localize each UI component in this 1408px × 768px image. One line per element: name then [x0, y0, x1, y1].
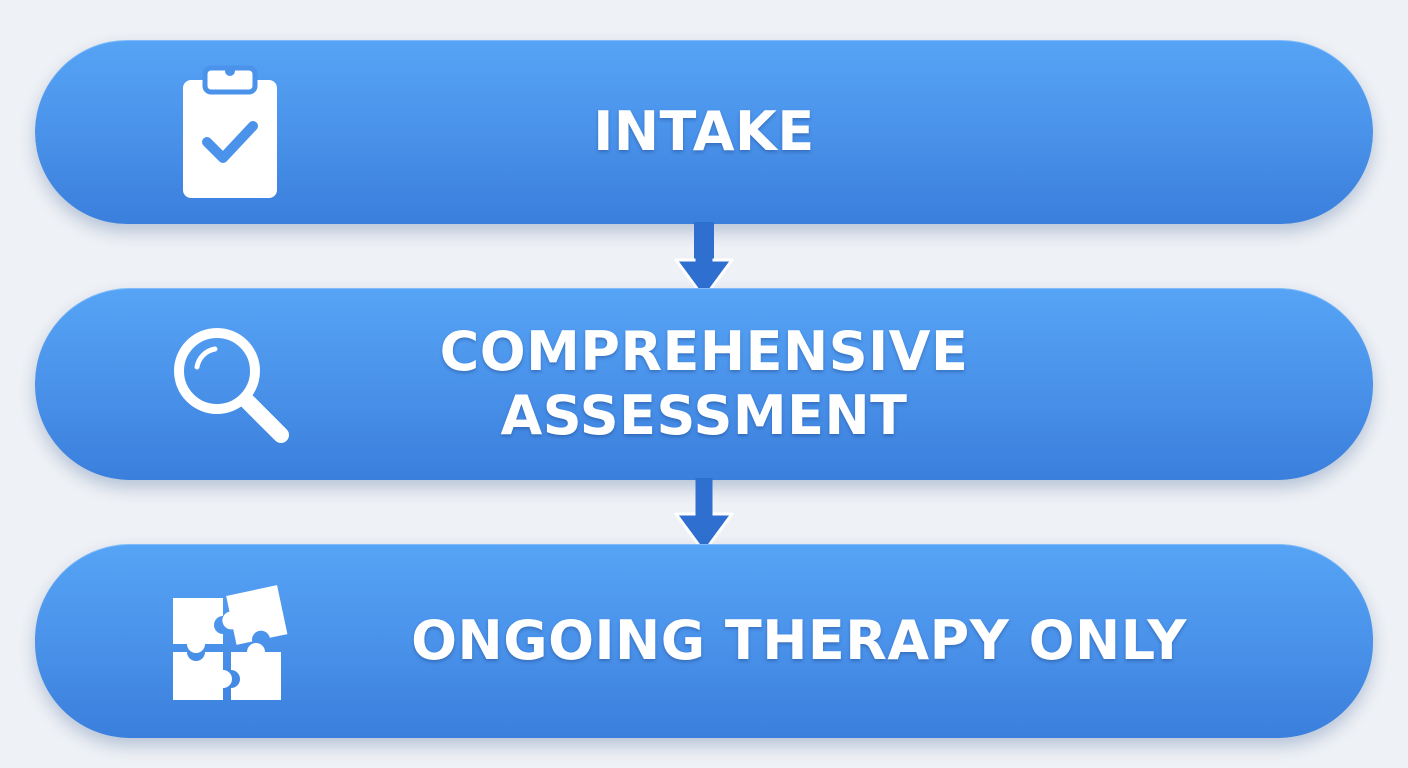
clipboard-check-icon [165, 65, 295, 198]
down-arrow-icon [674, 478, 734, 558]
step-label: ONGOING THERAPY ONLY [411, 609, 1187, 672]
magnifier-icon [165, 319, 295, 449]
step-label: COMPREHENSIVE ASSESSMENT [440, 320, 969, 448]
step-intake: INTAKE [35, 40, 1373, 224]
step-label-line1: COMPREHENSIVE [439, 320, 969, 383]
step-label: INTAKE [593, 100, 815, 163]
step-label-line2: ASSESSMENT [500, 384, 908, 447]
puzzle-icon [165, 576, 295, 706]
step-ongoing-therapy: ONGOING THERAPY ONLY [35, 544, 1373, 738]
down-arrow-icon [674, 222, 734, 304]
step-comprehensive-assessment: COMPREHENSIVE ASSESSMENT [35, 288, 1373, 480]
